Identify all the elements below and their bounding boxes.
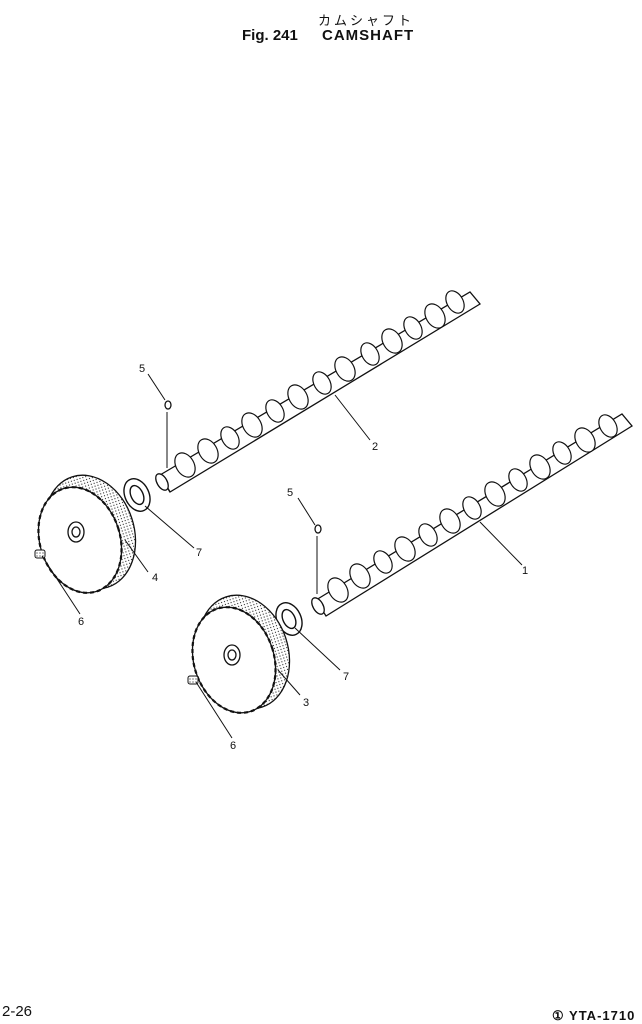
- thrust-washer-lower: [275, 602, 303, 636]
- camshaft-lower: [311, 413, 633, 617]
- callout-5-upper: 5: [139, 363, 145, 375]
- callout-1: 1: [522, 565, 528, 577]
- bolt-upper: [34, 549, 46, 559]
- callout-4: 4: [152, 572, 158, 584]
- bolt-lower: [187, 675, 199, 685]
- title-japanese: カムシャフト: [318, 14, 415, 29]
- callout-5-lower: 5: [287, 487, 293, 499]
- callout-6-upper: 6: [78, 616, 84, 628]
- document-code: ① YTA-1710: [552, 1008, 636, 1023]
- camshaft-upper: [155, 290, 481, 493]
- callout-3: 3: [303, 697, 309, 709]
- callout-7-lower: 7: [343, 671, 349, 683]
- camshaft-gear-lower: [191, 594, 291, 714]
- thrust-washer-upper: [123, 478, 151, 512]
- leader-lines: [41, 373, 523, 739]
- figure-title: CAMSHAFT: [322, 27, 415, 44]
- figure-number: Fig. 241: [242, 27, 298, 44]
- callout-2: 2: [372, 441, 378, 453]
- callout-7-upper: 7: [196, 547, 202, 559]
- callout-6-lower: 6: [230, 740, 236, 752]
- page-number: 2-26: [2, 1003, 33, 1020]
